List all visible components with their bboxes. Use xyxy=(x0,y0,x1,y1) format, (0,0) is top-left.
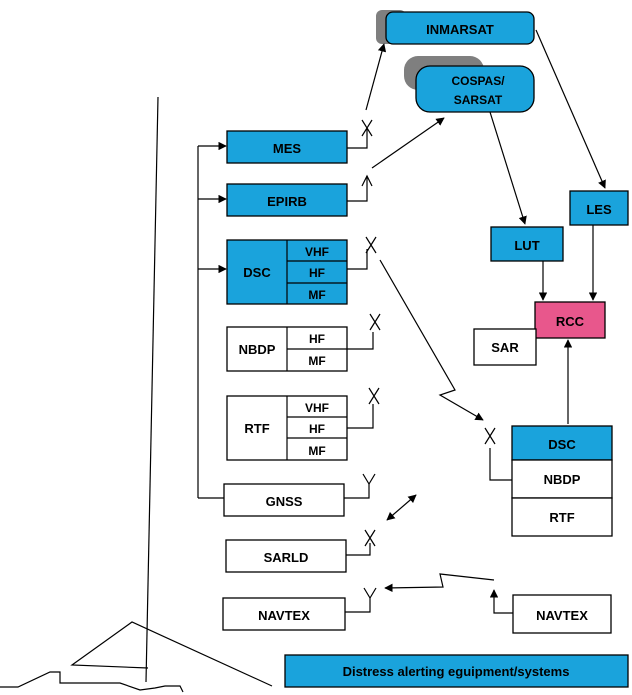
rcc-label: RCC xyxy=(556,314,585,329)
inmarsat-node: INMARSAT xyxy=(376,10,535,45)
cospas-to-lut-link xyxy=(489,111,527,225)
ship-rtf-label: RTF xyxy=(244,421,269,436)
cospas-sarsat-node: COSPAS/ SARSAT xyxy=(404,56,535,113)
ship-rtf-band-vhf: VHF xyxy=(305,401,329,415)
gnss-box xyxy=(223,483,345,517)
les-box xyxy=(569,190,629,226)
epirb-box xyxy=(226,183,348,217)
ship-dsc-unit: DSC VHF HF MF xyxy=(226,239,348,305)
ship-dsc-band-vhf: VHF xyxy=(305,245,329,259)
ship-hull-outline xyxy=(0,671,184,693)
mes-label: MES xyxy=(273,141,302,156)
ship-rigging-lines xyxy=(70,621,273,687)
dsc-radio-link-zigzag xyxy=(379,259,484,421)
ship-rtf-unit: RTF VHF HF MF xyxy=(226,395,348,461)
navtex-broadcast-zigzag xyxy=(384,573,495,593)
ship-nbdp-antenna-feed xyxy=(347,332,374,350)
caption-text: Distress alerting eguipment/systems xyxy=(343,664,570,679)
ship-rtf-band-mf: MF xyxy=(308,444,325,458)
shore-station-antenna-icon xyxy=(484,427,496,445)
sar-box xyxy=(473,328,537,366)
mes-box xyxy=(226,130,348,164)
shore-navtex-label: NAVTEX xyxy=(536,608,588,623)
shore-station-stack: DSC NBDP RTF xyxy=(511,425,613,537)
mes-antenna-icon xyxy=(361,119,373,137)
caption-box xyxy=(284,654,629,688)
ship-rtf-band-hf: HF xyxy=(309,422,325,436)
shore-navtex-box xyxy=(512,594,612,634)
ship-navtex-box xyxy=(222,597,346,631)
shore-navtex-antenna-feed xyxy=(489,589,513,614)
cospas-label-line2: SARSAT xyxy=(454,93,503,107)
ship-nbdp-unit: NBDP HF MF xyxy=(226,326,348,372)
ship-nbdp-band-mf: MF xyxy=(308,354,325,368)
ship-nbdp-antenna-icon xyxy=(369,313,381,331)
inmarsat-box xyxy=(385,11,535,45)
rcc-box xyxy=(534,301,606,339)
shore-rtf-label: RTF xyxy=(549,510,574,525)
cospas-box xyxy=(415,65,535,113)
mes-to-inmarsat-link xyxy=(365,43,387,111)
ship-dsc-band-hf: HF xyxy=(309,266,325,280)
les-label: LES xyxy=(586,202,612,217)
epirb-to-cospas-link xyxy=(371,117,445,169)
gnss-label: GNSS xyxy=(266,494,303,509)
cospas-label-line1: COSPAS/ xyxy=(451,74,505,88)
lut-label: LUT xyxy=(514,238,539,253)
shore-dsc-label: DSC xyxy=(548,437,576,452)
mes-antenna-feed xyxy=(347,128,368,149)
epirb-antenna-icon xyxy=(361,174,373,187)
sarld-box xyxy=(225,539,347,573)
ship-navtex-antenna-icon xyxy=(363,587,377,600)
shore-nbdp-label: NBDP xyxy=(544,472,581,487)
shore-rtf-row xyxy=(511,497,613,537)
shore-dsc-row xyxy=(511,425,613,461)
sar-label: SAR xyxy=(491,340,519,355)
ship-mast-line xyxy=(145,96,159,683)
ship-nbdp-label: NBDP xyxy=(239,342,276,357)
gnss-antenna-feed xyxy=(344,484,370,499)
ship-navtex-label: NAVTEX xyxy=(258,608,310,623)
ship-nbdp-band-hf: HF xyxy=(309,332,325,346)
ship-dsc-band-mf: MF xyxy=(308,288,325,302)
ship-rtf-antenna-icon xyxy=(368,387,380,405)
ship-rtf-antenna-feed xyxy=(347,404,374,429)
gnss-antenna-icon xyxy=(362,473,376,486)
epirb-antenna-feed xyxy=(347,176,368,202)
inmarsat-label: INMARSAT xyxy=(426,22,494,37)
shore-station-antenna-feed xyxy=(489,448,512,481)
ship-navtex-antenna-feed xyxy=(345,598,371,613)
sarld-antenna-feed xyxy=(346,543,371,556)
ship-dsc-antenna-icon xyxy=(365,236,377,254)
inmarsat-to-les-link xyxy=(535,29,606,189)
sarld-antenna-icon xyxy=(364,529,376,547)
epirb-label: EPIRB xyxy=(267,194,307,209)
sarld-label: SARLD xyxy=(264,550,309,565)
ship-dsc-label: DSC xyxy=(243,265,271,280)
gnss-satellite-link xyxy=(386,494,417,521)
lut-box xyxy=(490,226,564,262)
ship-dsc-antenna-feed xyxy=(347,249,368,270)
